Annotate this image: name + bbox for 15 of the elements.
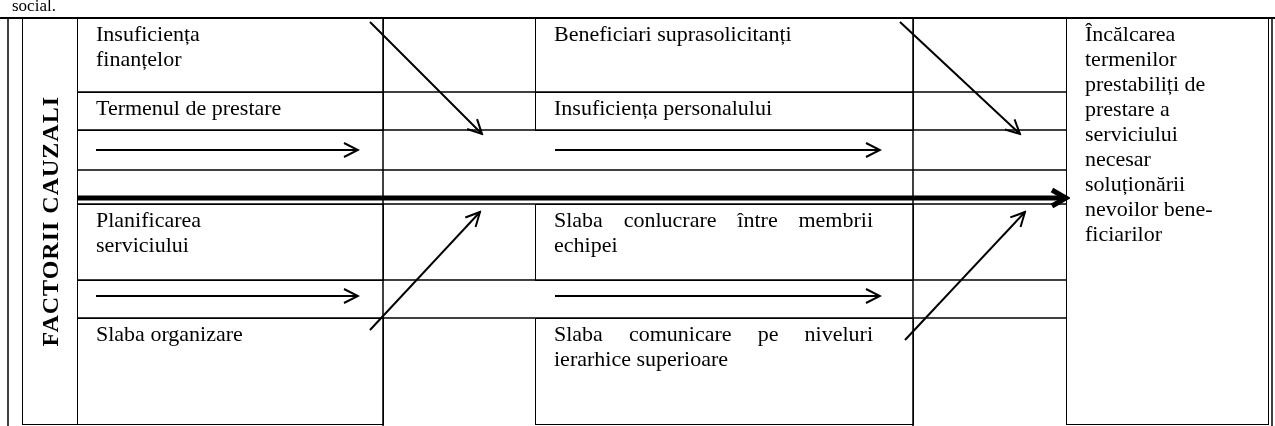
side-heading: FACTORII CAUZALI [22, 18, 78, 425]
cause-label: Termenul de prestare [77, 92, 384, 131]
cause-label: Planificarea serviciului [77, 204, 384, 281]
cause-label: Insuficiența personalului [535, 92, 914, 131]
cause-label: Slaba conlucrare între membrii echipei [535, 204, 914, 281]
effect-label: Încălcarea termenilor prestabiliți de prestare a serviciului necesar soluționării nevoilor bene- ficiarilor [1066, 18, 1269, 425]
cause-label: Slaba organizare [77, 318, 384, 425]
arrow [899, 21, 1021, 135]
arrow [369, 211, 481, 331]
arrow [369, 21, 483, 135]
text-fragment: social. [12, 0, 56, 15]
cause-label: Beneficiari suprasolicitanți [535, 18, 914, 93]
cause-label: Slaba comunicare pe niveluri ierarhice superioare [535, 318, 914, 425]
arrow [904, 211, 1026, 341]
spine-arrow [78, 187, 1069, 209]
